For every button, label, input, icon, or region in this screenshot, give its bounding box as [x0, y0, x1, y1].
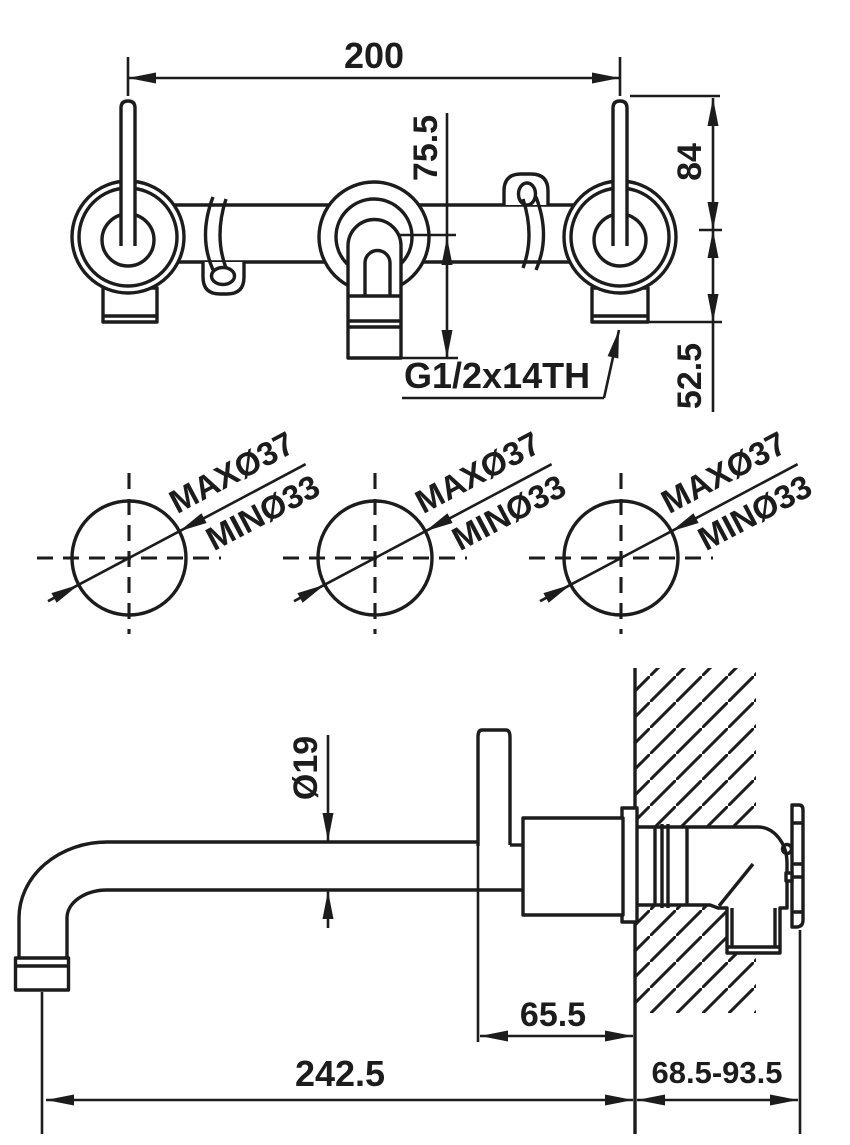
- mounting-bracket-left: [201, 262, 246, 296]
- bracket-slot-left: [209, 265, 237, 287]
- hole-detail-right: MAXØ37 MINØ33: [529, 424, 818, 634]
- mounting-bracket-right: [502, 172, 550, 207]
- lever-right: [611, 99, 629, 246]
- lever-side: [476, 728, 523, 847]
- dimension-right-stack: 84 52.5: [600, 94, 722, 412]
- spout-outlet-centre: [317, 180, 431, 360]
- valve-collars: [203, 196, 546, 271]
- dim-text-242-5: 242.5: [295, 1053, 385, 1094]
- hole-detail-left: MAXØ37 MINØ33: [37, 424, 326, 634]
- thread-label: G1/2x14TH: [404, 355, 590, 396]
- wall-flange: [784, 803, 805, 929]
- valve-body-side: [521, 816, 625, 917]
- concealed-elbow-assembly: [633, 824, 794, 955]
- dim-text-65-5: 65.5: [520, 996, 586, 1034]
- dim-text-68-5-93-5: 68.5-93.5: [652, 1055, 783, 1090]
- spout-side: [13, 840, 523, 992]
- hole-detail-centre: MAXØ37 MINØ33: [283, 424, 572, 634]
- wall-hole-details: MAXØ37 MINØ33 MAXØ37 MINØ33 MAXØ37: [37, 424, 818, 634]
- dimension-wall-range: 68.5-93.5: [637, 930, 802, 1134]
- side-view: Ø19 65.5 242.5 68.5-93.5: [13, 668, 805, 1134]
- handle-right: [562, 99, 678, 295]
- dim-text-52-5: 52.5: [671, 343, 709, 409]
- handle-left: [70, 99, 186, 295]
- bracket-slot-right: [516, 181, 538, 207]
- dimension-spout-reach: 242.5: [40, 992, 633, 1134]
- lever-left: [119, 99, 137, 246]
- dimension-handle-spacing: 200: [126, 35, 622, 96]
- thread-callout: G1/2x14TH: [402, 329, 621, 400]
- dim-text-200: 200: [344, 35, 404, 76]
- elbow-screw: [780, 842, 794, 856]
- dimension-body-to-wall: 65.5: [480, 996, 633, 1042]
- front-view: 200 75.5 84 52.5 G1/2x14TH: [70, 35, 722, 412]
- dim-text-75-5: 75.5: [407, 115, 445, 181]
- dimension-spout-diameter: Ø19: [287, 735, 334, 928]
- aerator-tip: [13, 956, 71, 992]
- dimension-spout-drop: 75.5: [400, 113, 458, 360]
- dim-text-dia19: Ø19: [287, 736, 325, 800]
- dim-text-84: 84: [671, 143, 709, 181]
